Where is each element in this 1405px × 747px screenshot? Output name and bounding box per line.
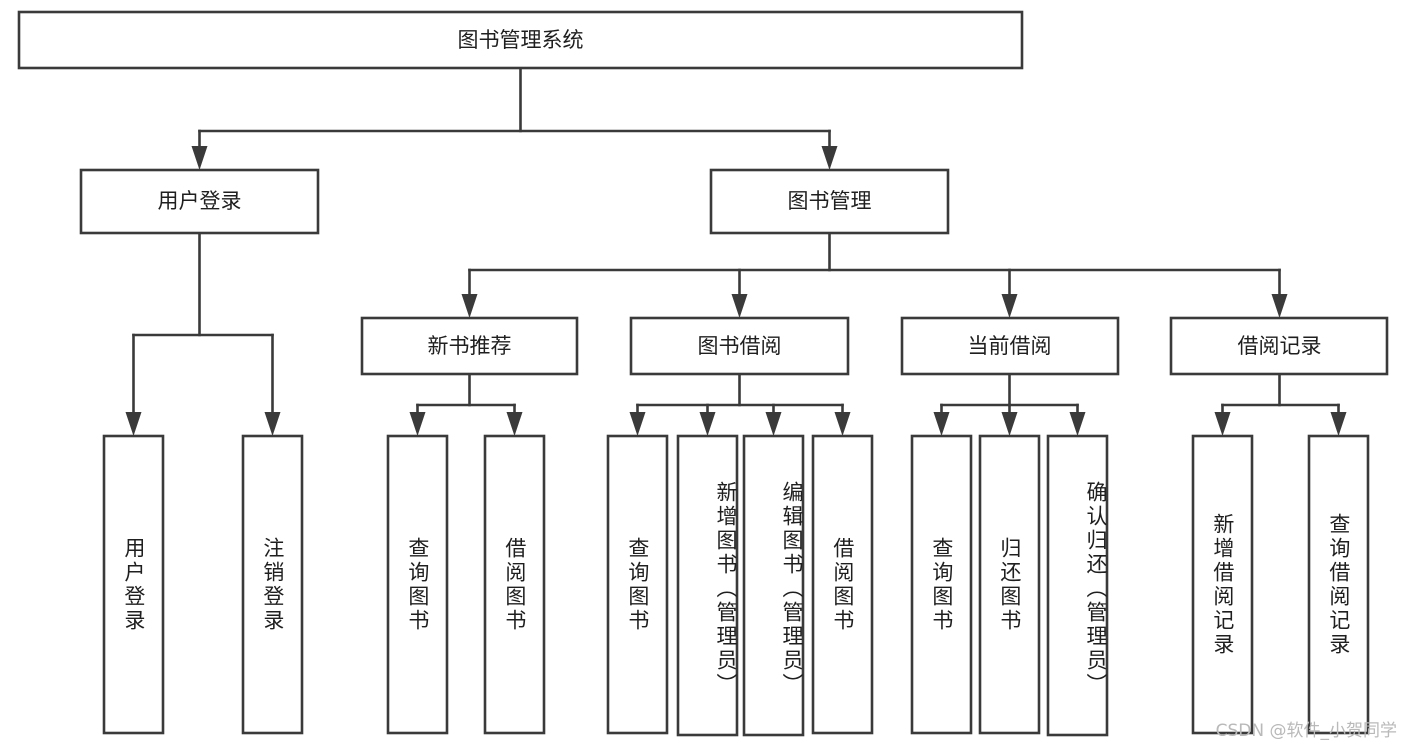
leaf-borrow-book-1-box[interactable] bbox=[483, 434, 546, 735]
arrow-head-leaf-query-book-3 bbox=[933, 412, 950, 436]
arrow-head-leaf-query-record bbox=[1330, 412, 1347, 436]
leaf-query-book-1-box[interactable] bbox=[386, 434, 449, 735]
node-root[interactable]: 图书管理系统 bbox=[17, 10, 1024, 70]
arrow-head-leaf-user-logout bbox=[264, 412, 281, 436]
leaf-return-book-box[interactable] bbox=[978, 434, 1041, 735]
arrow-head-leaf-return-book bbox=[1001, 412, 1018, 436]
arrow-head-new-book-recommend bbox=[461, 294, 478, 318]
node-book-manage-label: 图书管理 bbox=[788, 189, 872, 213]
leaf-confirm-return-box[interactable] bbox=[1046, 434, 1109, 737]
arrow-head-leaf-user-login bbox=[125, 412, 142, 436]
node-user-login[interactable]: 用户登录 bbox=[79, 168, 320, 235]
leaf-borrow-book-2-box[interactable] bbox=[811, 434, 874, 735]
leaf-add-record-box[interactable] bbox=[1191, 434, 1254, 735]
leaf-query-book-3-box[interactable] bbox=[910, 434, 973, 735]
node-borrow-record[interactable]: 借阅记录 bbox=[1169, 316, 1389, 376]
node-current-borrow[interactable]: 当前借阅 bbox=[900, 316, 1120, 376]
node-borrow-record-box[interactable] bbox=[1169, 316, 1389, 376]
arrow-head-book-manage bbox=[821, 146, 838, 170]
arrow-head-borrow-record bbox=[1271, 294, 1288, 318]
arrow-head-leaf-query-book-2 bbox=[629, 412, 646, 436]
node-new-book-recommend-label: 新书推荐 bbox=[428, 334, 512, 358]
node-new-book-recommend[interactable]: 新书推荐 bbox=[360, 316, 579, 376]
node-user-login-label: 用户登录 bbox=[158, 189, 242, 213]
arrow-head-user-login bbox=[191, 146, 208, 170]
node-user-login-box[interactable] bbox=[79, 168, 320, 235]
node-current-borrow-label: 当前借阅 bbox=[968, 334, 1052, 358]
arrow-head-book-borrow bbox=[731, 294, 748, 318]
arrow-head-leaf-add-record bbox=[1214, 412, 1231, 436]
connectors-group bbox=[125, 66, 1347, 436]
node-root-label: 图书管理系统 bbox=[458, 28, 584, 52]
arrow-head-leaf-query-book-1 bbox=[409, 412, 426, 436]
leaf-boxes-group bbox=[102, 434, 1370, 737]
arrow-head-current-borrow bbox=[1001, 294, 1018, 318]
node-root-box[interactable] bbox=[17, 10, 1024, 70]
node-new-book-recommend-box[interactable] bbox=[360, 316, 579, 376]
node-book-borrow-box[interactable] bbox=[629, 316, 850, 376]
leaf-user-login-box[interactable] bbox=[102, 434, 165, 735]
leaf-query-book-2-box[interactable] bbox=[606, 434, 669, 735]
leaf-query-record-box[interactable] bbox=[1307, 434, 1370, 735]
node-book-manage-box[interactable] bbox=[709, 168, 950, 235]
arrow-head-leaf-confirm-return bbox=[1069, 412, 1086, 436]
watermark-label: CSDN @软件_小贺同学 bbox=[1215, 721, 1397, 741]
node-current-borrow-box[interactable] bbox=[900, 316, 1120, 376]
leaf-edit-book-box[interactable] bbox=[742, 434, 805, 737]
leaf-user-logout-box[interactable] bbox=[241, 434, 304, 735]
node-book-manage[interactable]: 图书管理 bbox=[709, 168, 950, 235]
arrow-head-leaf-edit-book bbox=[765, 412, 782, 436]
arrow-head-leaf-add-book bbox=[699, 412, 716, 436]
node-book-borrow-label: 图书借阅 bbox=[698, 334, 782, 358]
leaf-add-book-box[interactable] bbox=[676, 434, 739, 737]
node-book-borrow[interactable]: 图书借阅 bbox=[629, 316, 850, 376]
arrow-head-leaf-borrow-book-1 bbox=[506, 412, 523, 436]
node-borrow-record-label: 借阅记录 bbox=[1238, 334, 1322, 358]
arrow-head-leaf-borrow-book-2 bbox=[834, 412, 851, 436]
